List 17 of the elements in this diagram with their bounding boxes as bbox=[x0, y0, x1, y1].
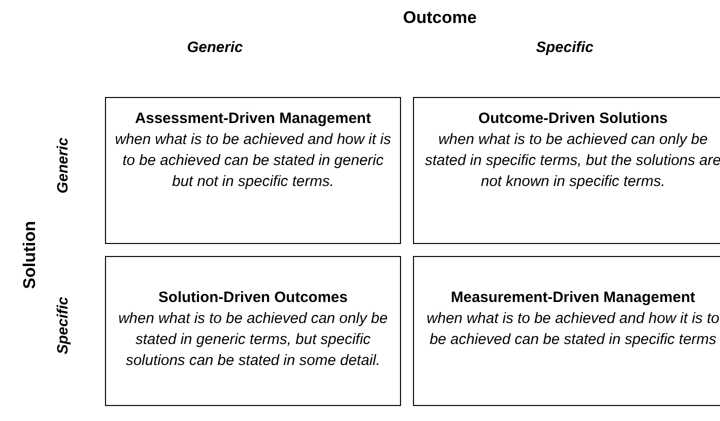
quadrant-heading: Outcome-Driven Solutions bbox=[477, 109, 669, 129]
quadrant-description: when what is to be achieved can only be stated in generic terms, but specific solutions can be stated in some detail. bbox=[117, 309, 389, 371]
quadrant-description: when what is to be achieved and how it is to be achieved can be stated in specific terms bbox=[426, 309, 720, 350]
quadrant-heading: Assessment-Driven Management bbox=[134, 109, 372, 129]
quadrant-heading: Solution-Driven Outcomes bbox=[157, 288, 349, 308]
axis-title: Outcome bbox=[403, 8, 477, 28]
row-header: Generic bbox=[54, 137, 72, 193]
axis-title: Solution bbox=[20, 221, 40, 289]
quadrant-box bbox=[413, 97, 720, 244]
quadrant-box bbox=[413, 256, 720, 406]
quadrant-box bbox=[105, 97, 401, 244]
row-header: Specific bbox=[54, 296, 72, 354]
column-header: Specific bbox=[536, 38, 594, 56]
quadrant-description: when what is to be achieved and how it is to be achieved can be stated in generic but not in specific terms. bbox=[114, 130, 392, 192]
quadrant-box bbox=[105, 256, 401, 406]
quadrant-heading: Measurement-Driven Management bbox=[450, 288, 696, 308]
column-header: Generic bbox=[187, 38, 243, 56]
